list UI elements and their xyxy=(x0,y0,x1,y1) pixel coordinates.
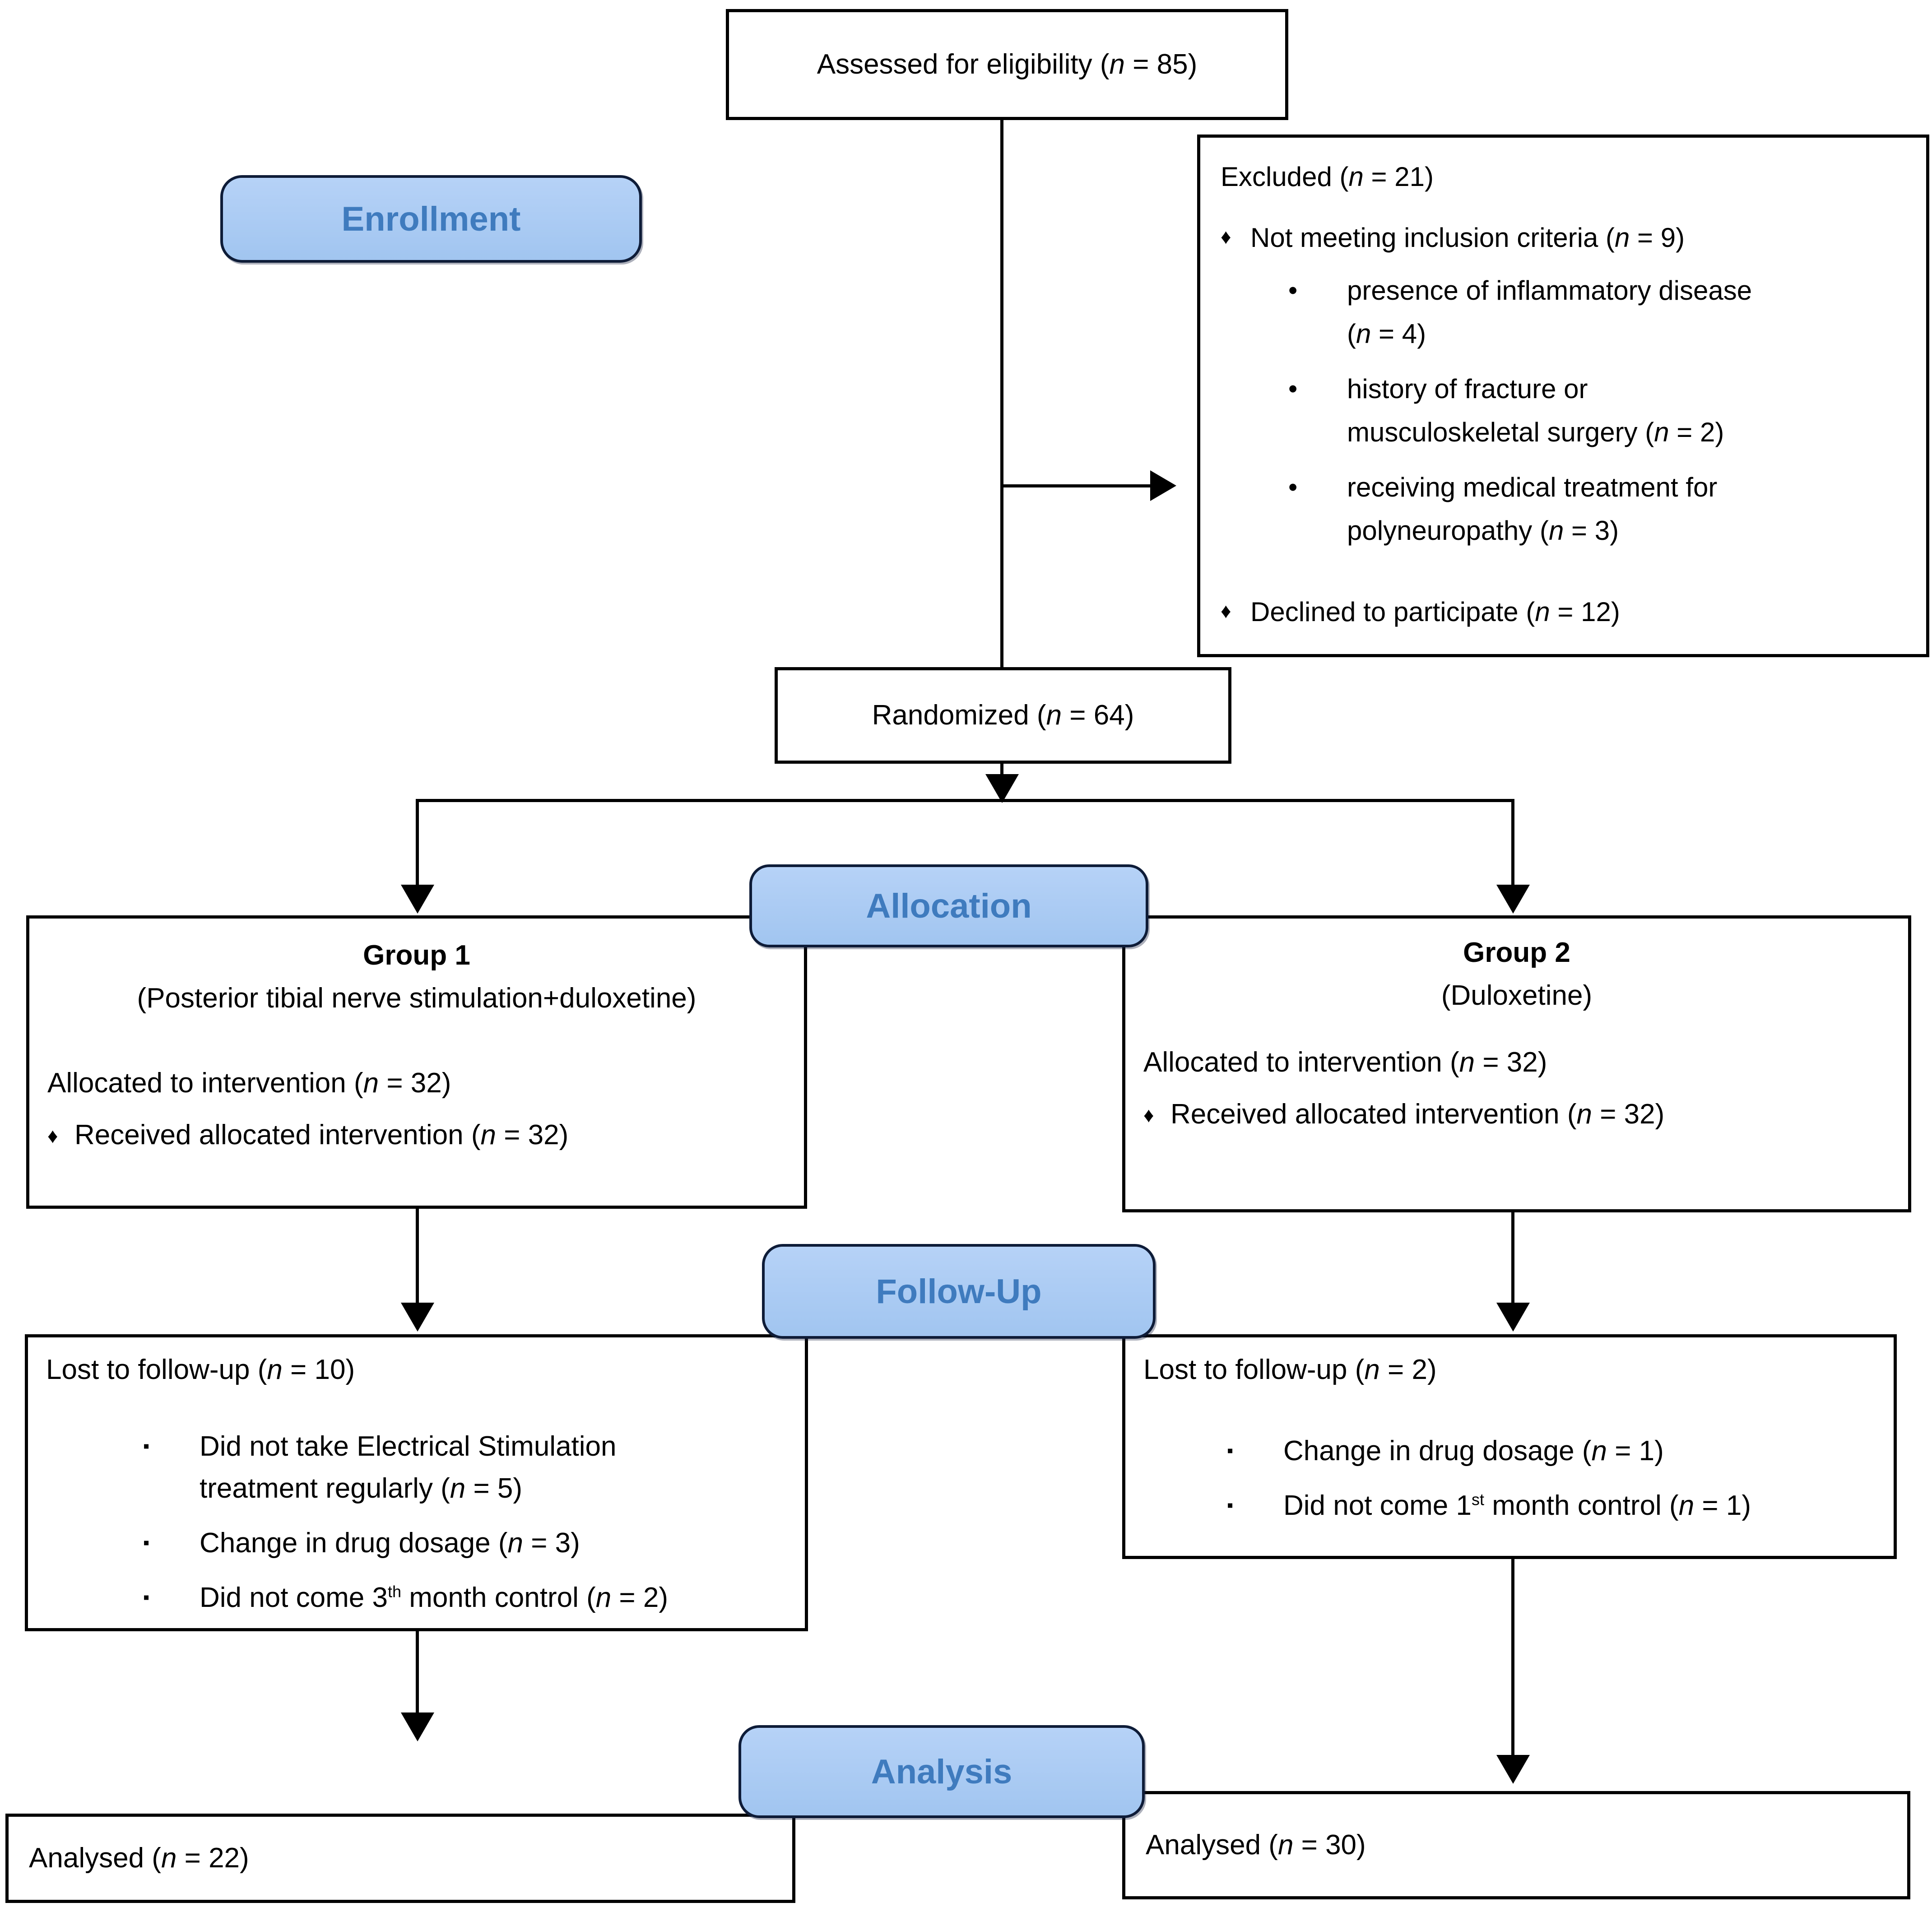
assessed-text: Assessed for eligibility (n = 85) xyxy=(817,48,1198,80)
arrowhead-analysed1 xyxy=(401,1712,434,1741)
square-bullet-icon: ▪ xyxy=(143,1532,150,1553)
excluded-subitem-text: history of fracture or musculoskeletal s… xyxy=(1347,374,1724,447)
analysed2-box: Analysed (n = 30) xyxy=(1122,1791,1910,1899)
line-to-group2 xyxy=(1511,799,1514,887)
followup-stage-pill: Follow-Up xyxy=(762,1244,1156,1339)
dot-bullet-icon: • xyxy=(1288,374,1298,404)
group1-allocated-text: Allocated to intervention (n = 32) xyxy=(47,1067,451,1099)
square-bullet-icon: ▪ xyxy=(143,1587,150,1607)
analysis-label: Analysis xyxy=(871,1752,1012,1791)
line-to-group1 xyxy=(416,799,419,887)
followup2-item: ▪ Did not come 1st month control (n = 1) xyxy=(1227,1485,1880,1527)
arrowhead-analysed2 xyxy=(1496,1755,1530,1784)
group1-title: Group 1 xyxy=(363,940,470,971)
excluded-title: Excluded (n = 21) xyxy=(1221,162,1434,192)
excluded-subitem-text: receiving medical treatment for polyneur… xyxy=(1347,472,1718,546)
square-bullet-icon: ▪ xyxy=(1227,1440,1234,1461)
followup1-item: ▪ Change in drug dosage (n = 3) xyxy=(143,1522,791,1564)
group1-received-row: ♦ Received allocated intervention (n = 3… xyxy=(29,1117,804,1154)
dot-bullet-icon: • xyxy=(1288,276,1298,305)
line-group2-to-followup xyxy=(1511,1212,1514,1304)
group1-box: Group 1 (Posterior tibial nerve stimulat… xyxy=(26,915,807,1209)
excluded-sublist: • presence of inflammatory disease (n = … xyxy=(1288,269,1910,552)
line-to-excluded xyxy=(1002,484,1151,487)
excluded-subitem-text: presence of inflammatory disease (n = 4) xyxy=(1347,275,1752,349)
group2-allocated-text: Allocated to intervention (n = 32) xyxy=(1143,1047,1547,1078)
enrollment-label: Enrollment xyxy=(341,200,521,238)
arrowhead-excluded xyxy=(1150,470,1176,501)
excluded-item: ♦ Not meeting inclusion criteria (n = 9) xyxy=(1221,218,1910,257)
followup1-item-text: Did not take Electrical Stimulation trea… xyxy=(200,1430,617,1504)
group1-subtitle: (Posterior tibial nerve stimulation+dulo… xyxy=(137,982,697,1014)
line-followup2-to-analysis xyxy=(1511,1559,1514,1757)
randomized-text: Randomized (n = 64) xyxy=(872,699,1134,731)
diamond-bullet-icon: ♦ xyxy=(1221,225,1231,248)
arrowhead-randomized-down xyxy=(985,774,1019,803)
line-followup1-to-analysis xyxy=(416,1631,419,1714)
followup1-item: ▪ Did not come 3th month control (n = 2) xyxy=(143,1577,791,1619)
group2-received-row: ♦ Received allocated intervention (n = 3… xyxy=(1125,1096,1908,1133)
line-group1-to-followup xyxy=(416,1209,419,1304)
analysed1-text: Analysed (n = 22) xyxy=(29,1842,249,1874)
followup2-item-text: Change in drug dosage (n = 1) xyxy=(1283,1435,1664,1466)
allocation-label: Allocation xyxy=(866,886,1032,925)
enrollment-stage-pill: Enrollment xyxy=(220,175,642,263)
excluded-item-text: Declined to participate (n = 12) xyxy=(1250,597,1620,627)
excluded-subitem: • receiving medical treatment for polyne… xyxy=(1288,466,1910,552)
arrowhead-group1 xyxy=(401,885,434,914)
analysis-stage-pill: Analysis xyxy=(738,1725,1145,1818)
followup1-item-text: Did not come 3th month control (n = 2) xyxy=(200,1582,668,1613)
allocation-stage-pill: Allocation xyxy=(749,864,1148,947)
followup1-item-text: Change in drug dosage (n = 3) xyxy=(200,1527,580,1559)
dot-bullet-icon: • xyxy=(1288,473,1298,502)
line-assessed-to-randomized xyxy=(1000,120,1003,667)
group2-subtitle: (Duloxetine) xyxy=(1441,979,1593,1011)
arrowhead-followup2 xyxy=(1496,1303,1530,1332)
group2-box: Group 2 (Duloxetine) Allocated to interv… xyxy=(1122,915,1911,1212)
followup1-list: ▪ Did not take Electrical Stimulation tr… xyxy=(143,1425,791,1619)
group2-title: Group 2 xyxy=(1463,937,1570,968)
followup2-title: Lost to follow-up (n = 2) xyxy=(1143,1354,1437,1385)
excluded-item-text: Not meeting inclusion criteria (n = 9) xyxy=(1250,223,1685,253)
line-allocation-split xyxy=(416,799,1514,802)
followup2-box: Lost to follow-up (n = 2) ▪ Change in dr… xyxy=(1122,1334,1897,1559)
followup1-title: Lost to follow-up (n = 10) xyxy=(46,1354,355,1385)
followup2-list: ▪ Change in drug dosage (n = 1) ▪ Did no… xyxy=(1227,1430,1880,1527)
followup2-item: ▪ Change in drug dosage (n = 1) xyxy=(1227,1430,1880,1472)
square-bullet-icon: ▪ xyxy=(143,1436,150,1456)
followup2-item-text: Did not come 1st month control (n = 1) xyxy=(1283,1490,1751,1521)
square-bullet-icon: ▪ xyxy=(1227,1495,1234,1515)
assessed-eligibility-box: Assessed for eligibility (n = 85) xyxy=(726,9,1288,120)
excluded-subitem: • presence of inflammatory disease (n = … xyxy=(1288,269,1910,356)
line-randomized-down xyxy=(1000,764,1003,776)
group1-received-text: Received allocated intervention (n = 32) xyxy=(74,1119,569,1151)
arrowhead-followup1 xyxy=(401,1303,434,1332)
followup-label: Follow-Up xyxy=(876,1272,1042,1311)
diamond-bullet-icon: ♦ xyxy=(1143,1103,1154,1127)
diamond-bullet-icon: ♦ xyxy=(1221,599,1231,622)
analysed1-box: Analysed (n = 22) xyxy=(5,1814,795,1903)
excluded-subitem: • history of fracture or musculoskeletal… xyxy=(1288,367,1910,454)
randomized-box: Randomized (n = 64) xyxy=(775,667,1231,764)
excluded-item: ♦ Declined to participate (n = 12) xyxy=(1221,592,1910,631)
excluded-box: Excluded (n = 21) ♦ Not meeting inclusio… xyxy=(1197,135,1929,657)
analysed2-text: Analysed (n = 30) xyxy=(1146,1829,1366,1861)
group2-received-text: Received allocated intervention (n = 32) xyxy=(1170,1098,1665,1130)
arrowhead-group2 xyxy=(1496,885,1530,914)
followup1-item: ▪ Did not take Electrical Stimulation tr… xyxy=(143,1425,791,1509)
followup1-box: Lost to follow-up (n = 10) ▪ Did not tak… xyxy=(25,1334,808,1631)
diamond-bullet-icon: ♦ xyxy=(47,1123,58,1147)
